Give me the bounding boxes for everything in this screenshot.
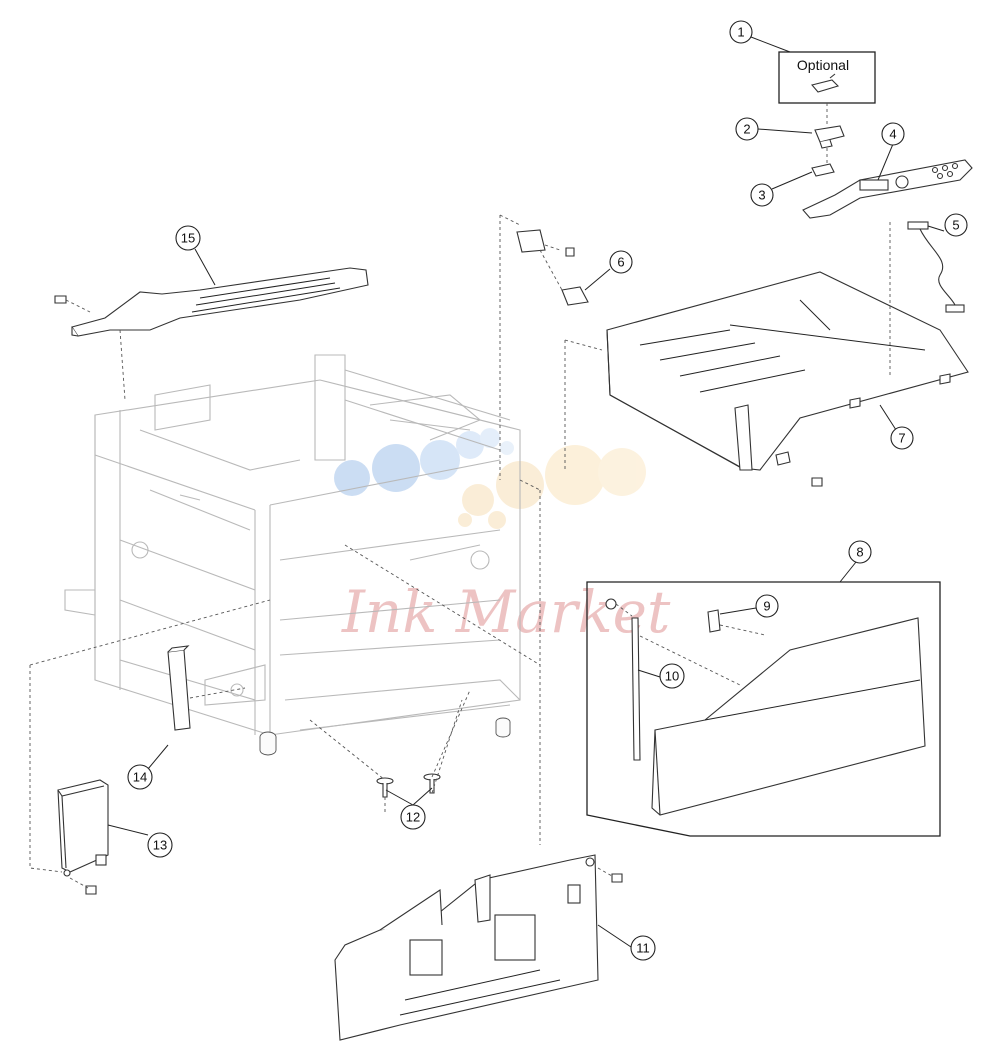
callout-7: 7 — [890, 426, 914, 450]
callout-5: 5 — [944, 213, 968, 237]
part-3-connector — [811, 163, 835, 177]
svg-text:4: 4 — [889, 127, 896, 142]
svg-text:15: 15 — [181, 231, 195, 246]
callout-12: 12 — [400, 804, 426, 830]
callout-11: 11 — [630, 935, 656, 961]
callout-6: 6 — [609, 250, 633, 274]
callout-10: 10 — [659, 663, 685, 689]
leader-lines — [107, 36, 945, 948]
callouts: 1 2 3 4 5 6 7 8 9 10 11 12 13 14 15 — [127, 20, 968, 961]
svg-text:5: 5 — [952, 218, 959, 233]
svg-text:12: 12 — [406, 810, 420, 825]
optional-label: Optional — [797, 57, 849, 73]
part-5-cable — [907, 221, 965, 313]
svg-text:14: 14 — [133, 770, 147, 785]
callout-4: 4 — [881, 122, 905, 146]
part-13-bracket — [29, 599, 271, 895]
svg-text:9: 9 — [763, 599, 770, 614]
callout-1: 1 — [729, 20, 753, 44]
svg-text:11: 11 — [636, 941, 650, 956]
callout-13: 13 — [147, 832, 173, 858]
part-7-output-bin — [564, 222, 969, 487]
svg-text:1: 1 — [737, 25, 744, 40]
svg-text:13: 13 — [153, 838, 167, 853]
part-8-group — [586, 581, 941, 837]
watermark: Ink Market — [334, 428, 671, 646]
svg-text:7: 7 — [898, 431, 905, 446]
svg-text:2: 2 — [743, 122, 750, 137]
callout-8: 8 — [848, 540, 872, 564]
part-14-cover — [167, 645, 246, 731]
svg-text:3: 3 — [758, 188, 765, 203]
svg-text:10: 10 — [665, 669, 679, 684]
callout-3: 3 — [750, 183, 774, 207]
printer-frame — [64, 354, 521, 756]
svg-text:8: 8 — [856, 545, 863, 560]
svg-text:6: 6 — [617, 255, 624, 270]
part-2-switch — [814, 125, 845, 165]
part-6-sensor — [499, 214, 589, 480]
part-12-screws — [309, 689, 471, 815]
part-1-optional-box: Optional — [778, 51, 876, 125]
part-11-rear-panel — [334, 479, 623, 1041]
part-4-operator-panel — [802, 159, 973, 219]
watermark-text: Ink Market — [341, 578, 671, 646]
part-15-top-cover — [54, 267, 369, 401]
callout-14: 14 — [127, 764, 153, 790]
callout-9: 9 — [755, 594, 779, 618]
callout-2: 2 — [735, 117, 759, 141]
watermark-dots — [334, 428, 646, 529]
callout-15: 15 — [175, 225, 201, 251]
